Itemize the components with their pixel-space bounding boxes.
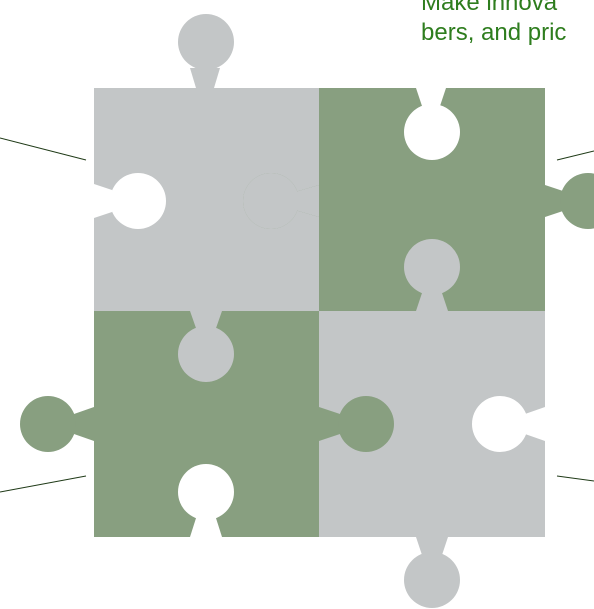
caption-line-1: Make innova [421,0,558,16]
puzzle-piece-top-left [94,14,319,311]
connector-line-bottom-left [0,475,87,493]
caption-line-2: bers, and pric [421,19,567,46]
connector-line-top-left [0,137,87,161]
puzzle-piece-bottom-right [319,311,545,608]
connector-line-top-right [556,150,594,161]
connector-line-bottom-right [556,475,594,482]
